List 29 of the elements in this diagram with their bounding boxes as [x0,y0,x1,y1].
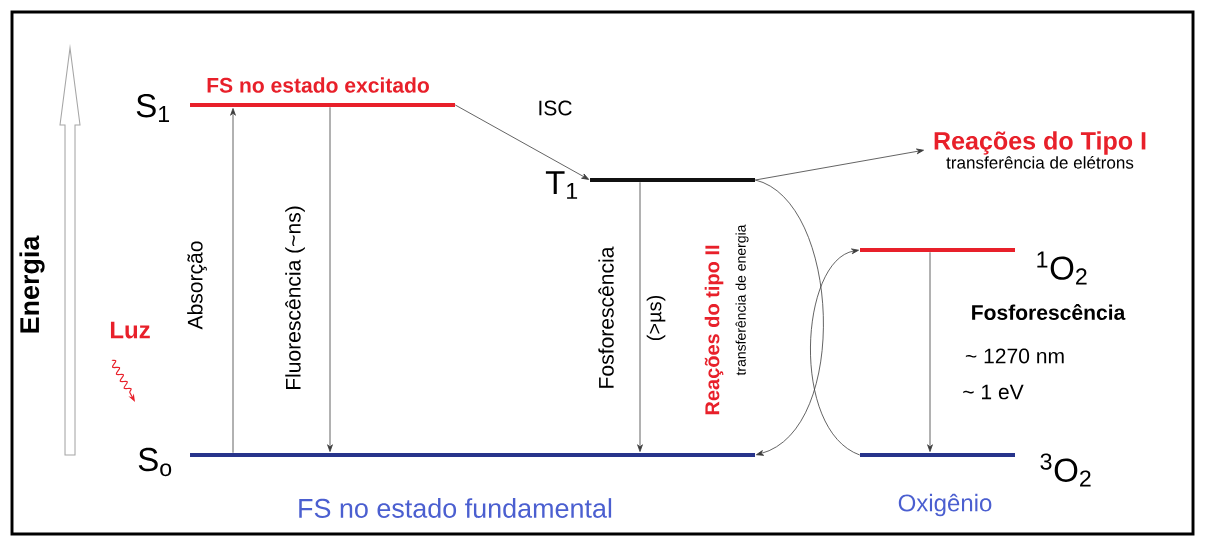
reaction-label: Reações do Tipo I transferência de elétrons [934,131,1146,169]
level-label: FS no estado excitado [207,77,429,93]
edge-label: Fosforescência [972,304,1126,320]
edge-label: Fluorescência (~ns) [285,206,305,390]
lifetime-label: (>µs) [646,296,666,341]
arrow [810,248,861,456]
process-label: Reações do tipo II [704,245,724,415]
axis-label: Energia [19,235,45,333]
level-label: Oxigênio [898,493,992,517]
state-symbol: S$_{1}$ [136,94,169,123]
arrow [754,148,924,181]
state-symbol: $^{3}$O$_{2}$ [1040,453,1091,487]
arrow [754,179,824,456]
state-symbol: T$_{1}$ [545,171,578,199]
arrow [230,108,236,454]
level-label: FS no estado fundamental [299,498,612,518]
edge-label: Fosforescência [598,246,614,388]
light-label: Luz [110,321,150,339]
value-label: ~ 1270 nm [965,348,1064,364]
state-symbol: S$_{o}$ [138,447,172,477]
edge-label: ISC [539,100,572,116]
process-label: transferência de energia [735,224,749,376]
value-label: ~ 1 eV [963,384,1024,400]
arrow [454,104,590,180]
arrow [637,181,643,452]
state-symbol: $^{1}$O$_{2}$ [1037,251,1087,285]
arrow [327,106,333,452]
arrow [927,251,933,452]
edge-label: Absorção [187,241,207,330]
